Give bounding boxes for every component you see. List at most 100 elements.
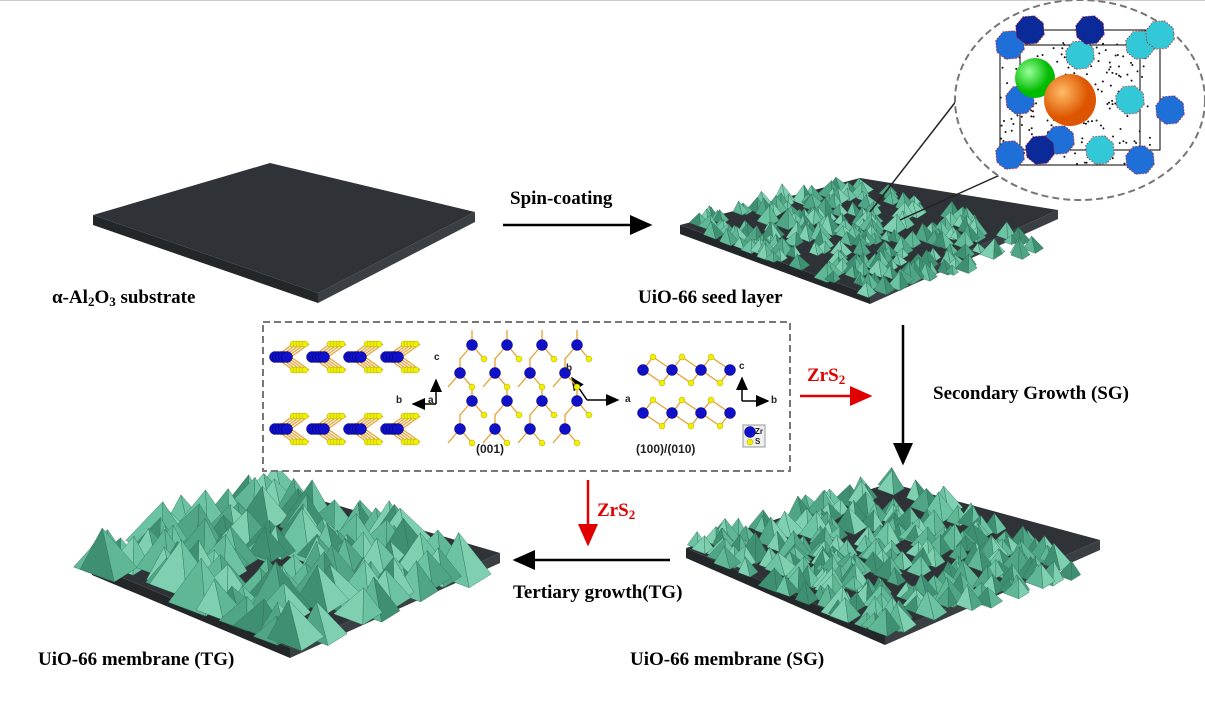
substrate-label-part: α-Al — [52, 287, 88, 308]
seed-layer-label: UiO-66 seed layer — [638, 287, 783, 308]
linker-dot — [1031, 110, 1034, 113]
plate-side — [92, 565, 290, 658]
legend-zr: Zr — [755, 427, 763, 436]
s-atom — [716, 422, 724, 430]
linker-dot — [1084, 122, 1087, 125]
linker-dot — [1112, 135, 1115, 138]
crystal-face — [784, 575, 800, 598]
crystal-face — [1071, 560, 1081, 581]
zr-cluster-polyhedron — [995, 140, 1025, 170]
linker-dot — [1067, 66, 1070, 69]
linker-dot — [1000, 124, 1003, 127]
axis-c-label: c — [434, 352, 440, 363]
s-atom — [687, 379, 695, 387]
linker-dot — [1119, 127, 1122, 130]
linker-dot — [1012, 122, 1015, 125]
crystal-face — [1018, 577, 1030, 600]
crystal-face — [316, 600, 348, 646]
subscript: 2 — [628, 507, 636, 522]
linker-dot — [1111, 157, 1114, 160]
zr-atom — [489, 423, 501, 435]
s-atom — [538, 383, 546, 391]
crystal-face — [891, 469, 905, 496]
crystal-face — [856, 591, 866, 612]
s-atom — [515, 411, 523, 419]
s-atom — [538, 439, 546, 447]
linker-dot — [1108, 101, 1111, 104]
crystal-face — [940, 533, 952, 557]
crystal-face — [416, 559, 439, 603]
linker-dot — [1102, 42, 1105, 45]
crystal-face — [458, 532, 492, 589]
subscript: 2 — [87, 294, 95, 309]
linker-dot — [1115, 72, 1118, 75]
crystal-face — [779, 247, 788, 263]
linker-dot — [1095, 46, 1098, 49]
linker-dot — [1095, 119, 1098, 122]
zr-atom — [501, 339, 513, 351]
seed-layer-plate — [680, 176, 1058, 304]
crystal-face — [745, 556, 759, 578]
s-atom — [301, 438, 309, 446]
crystal-face — [814, 241, 824, 257]
zr-atom — [524, 367, 536, 379]
s-atom — [649, 353, 657, 361]
s-atom — [503, 439, 511, 447]
linker-dot — [1015, 67, 1018, 70]
membrane-sg-label: UiO-66 membrane (SG) — [630, 649, 825, 670]
linker-dot — [1074, 152, 1077, 155]
crystal-face — [833, 270, 841, 284]
axis-b-label-001: b — [566, 363, 573, 374]
linker-dot — [1050, 124, 1053, 127]
linker-dot — [1118, 74, 1121, 77]
zr-atom — [536, 339, 548, 351]
crystal-face — [951, 264, 960, 276]
crystal-face — [948, 586, 958, 609]
substrate-label-part: substrate — [115, 287, 196, 308]
zr-atom — [318, 423, 330, 435]
zrs2-structure-inset — [262, 321, 791, 472]
linker-dot — [1106, 103, 1109, 106]
zr-cluster-polyhedron — [1085, 135, 1115, 165]
linker-dot — [1102, 127, 1105, 130]
crystal-face — [1018, 240, 1031, 260]
crystal-face — [804, 581, 819, 606]
crystal-face — [896, 602, 917, 633]
linker-dot — [1030, 127, 1033, 130]
tertiary-growth-label: Tertiary growth(TG) — [513, 582, 683, 603]
crystal-face — [932, 247, 942, 262]
zr-atom — [392, 351, 404, 363]
crystal-face — [902, 247, 909, 259]
linker-dot — [1087, 120, 1090, 123]
axis-b-label-side: b — [771, 395, 778, 406]
zrs2-right-label: ZrS2 — [807, 365, 845, 387]
crystal-face — [1052, 560, 1064, 587]
zr-atom — [637, 407, 649, 419]
crystal-face — [995, 558, 1005, 579]
crystal-face — [264, 525, 288, 563]
linker-dot — [1075, 162, 1078, 165]
tg-membrane-plate — [73, 463, 500, 658]
crystal-face — [987, 586, 1004, 609]
zr-atom — [666, 364, 678, 376]
linker-dot — [1123, 162, 1126, 165]
linker-dot — [1006, 82, 1009, 85]
s-atom — [649, 396, 657, 404]
crystal-face — [912, 230, 922, 249]
crystal-face — [719, 208, 730, 225]
crystal-face — [968, 253, 978, 274]
linker-dot — [1114, 102, 1117, 105]
crystal-face — [926, 590, 948, 621]
zr-atom — [489, 367, 501, 379]
linker-dot — [1036, 55, 1039, 58]
top-border — [0, 0, 1205, 1]
crystal-face — [865, 281, 877, 299]
zr-atom — [744, 426, 756, 438]
linker-dot — [1141, 75, 1144, 78]
linker-dot — [1126, 115, 1129, 118]
crystal-face — [844, 596, 862, 624]
linker-dot — [1073, 72, 1076, 75]
linker-dot — [1114, 54, 1117, 57]
linker-dot — [1125, 141, 1128, 144]
